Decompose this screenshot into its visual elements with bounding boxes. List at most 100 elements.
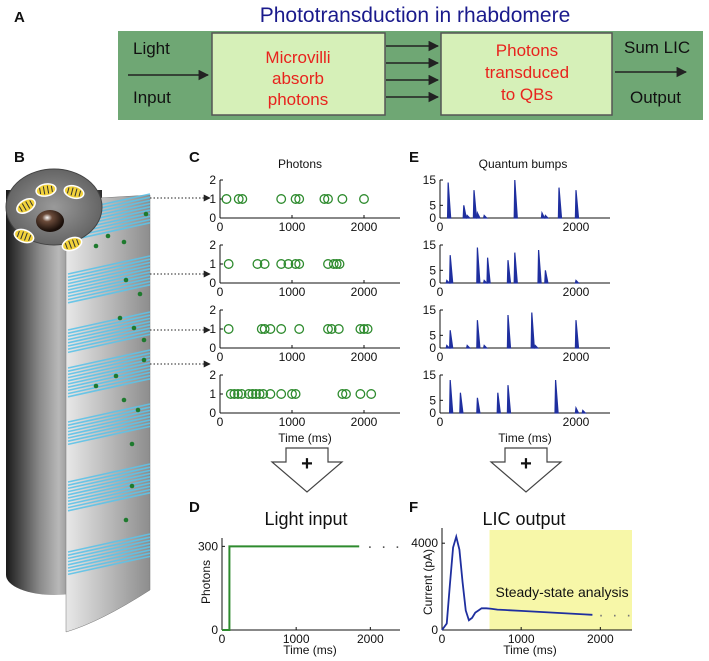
lic-ylabel: Current (pA)	[421, 549, 435, 615]
photon-point	[323, 324, 333, 334]
photon-point	[355, 324, 366, 334]
y-tick-label: 5	[429, 198, 436, 212]
quantum-bump	[445, 344, 451, 349]
photon-point	[233, 389, 243, 399]
microvillus-stripe	[67, 472, 151, 493]
quantum-bump	[496, 392, 501, 414]
quantum-bump	[557, 187, 563, 219]
flow-title: Phototransduction in rhabdomere	[260, 4, 571, 27]
quantum-bump	[448, 380, 454, 414]
photon-point	[359, 194, 369, 204]
photon-point	[276, 324, 287, 334]
quantum-bump	[581, 409, 587, 414]
microvillus-stripe	[67, 533, 151, 553]
microvillus-stripe	[67, 327, 151, 347]
photon-point	[355, 389, 366, 399]
sampling-arrows	[150, 194, 211, 368]
steady-state-label: Steady-state analysis	[496, 584, 629, 600]
panel-letter-a: A	[14, 9, 25, 26]
quantum-bump	[482, 279, 489, 284]
microvillus-stripe	[67, 324, 151, 344]
microvillus-stripe	[67, 352, 151, 372]
light-input-title: Light input	[264, 509, 347, 529]
absorbed-photon-dot	[105, 233, 111, 239]
microvillus-stripe	[67, 311, 151, 331]
x-tick-label: 0	[437, 350, 444, 364]
photon-point	[229, 389, 240, 399]
photon-point	[237, 194, 248, 204]
x-tick-label: 0	[219, 632, 226, 646]
y-tick-label: 5	[429, 328, 436, 342]
box2-line3: to QBs	[501, 85, 553, 104]
y-tick-label: 0	[429, 276, 436, 290]
microvilli-stripes	[67, 193, 151, 576]
photon-point	[265, 324, 276, 334]
photon-point	[290, 389, 301, 399]
x-tick-label: 0	[437, 220, 444, 234]
quantum-bump	[462, 205, 468, 219]
microvillus-stripe	[67, 482, 151, 502]
quantum-bump	[574, 279, 580, 284]
x-tick-label: 1000	[279, 220, 306, 234]
panel-a: A Phototransduction in rhabdomere Light …	[14, 4, 703, 120]
microvillus-stripe	[67, 422, 151, 442]
x-tick-label: 2000	[563, 285, 590, 299]
microvillus-stripe	[67, 466, 151, 486]
y-tick-label: 2	[209, 303, 216, 317]
photon-point	[233, 194, 244, 204]
absorbed-photon-dot	[137, 291, 143, 297]
y-tick-label: 2	[209, 173, 216, 187]
quantum-bump	[482, 344, 489, 349]
panel-letter-e: E	[409, 149, 419, 166]
photon-point	[276, 259, 287, 269]
y-tick-label: 15	[423, 238, 437, 252]
light-xlabel: Time (ms)	[283, 643, 337, 657]
microvillus-stripe	[67, 539, 151, 560]
x-tick-label: 1000	[279, 350, 306, 364]
quantum-bump	[448, 255, 454, 284]
parallel-arrows	[386, 40, 440, 103]
x-tick-label: 2000	[563, 415, 590, 429]
microvillus-stripe	[67, 317, 151, 338]
microvillus-stripe	[67, 268, 151, 288]
microvillus-stripe	[67, 274, 151, 294]
microvillus-stripe	[67, 255, 151, 275]
x-tick-label: 2000	[351, 220, 378, 234]
quantum-bump	[476, 397, 481, 414]
y-tick-label: 5	[429, 263, 436, 277]
y-tick-label: 4000	[411, 536, 438, 550]
microvillus-stripe	[67, 368, 151, 388]
photon-point	[258, 389, 269, 399]
microvillus-stripe	[67, 409, 151, 430]
microvillus-stripe	[67, 488, 151, 509]
y-tick-label: 0	[429, 211, 436, 225]
photon-point	[223, 324, 234, 334]
y-tick-label: 2	[209, 368, 216, 382]
sum-arrow-shape	[270, 447, 344, 493]
photon-point	[331, 259, 342, 269]
microvillus-stripe	[67, 542, 151, 563]
y-tick-label: 0	[209, 406, 216, 420]
photon-point	[337, 389, 348, 399]
input-label: Input	[133, 88, 171, 107]
photon-point	[223, 259, 234, 269]
panel-letter-b: B	[14, 149, 25, 166]
microvillus-stripe	[67, 546, 151, 566]
microvillus-stripe	[67, 374, 151, 395]
microvillus-stripe	[67, 403, 151, 423]
absorbed-photon-dot	[129, 483, 135, 489]
box1-line2: absorb	[272, 69, 324, 88]
photon-point	[276, 389, 287, 399]
y-tick-label: 0	[209, 276, 216, 290]
light-label: Light	[133, 39, 170, 58]
box1-line3: photons	[268, 90, 329, 109]
microvillus-stripe	[67, 492, 151, 512]
microvillus-stripe	[67, 349, 151, 369]
panel-b: B	[5, 149, 211, 633]
microvillus-stripe	[67, 549, 151, 569]
photon-point	[328, 259, 339, 269]
quantum-bump	[445, 279, 451, 284]
y-tick-label: 300	[198, 539, 218, 553]
